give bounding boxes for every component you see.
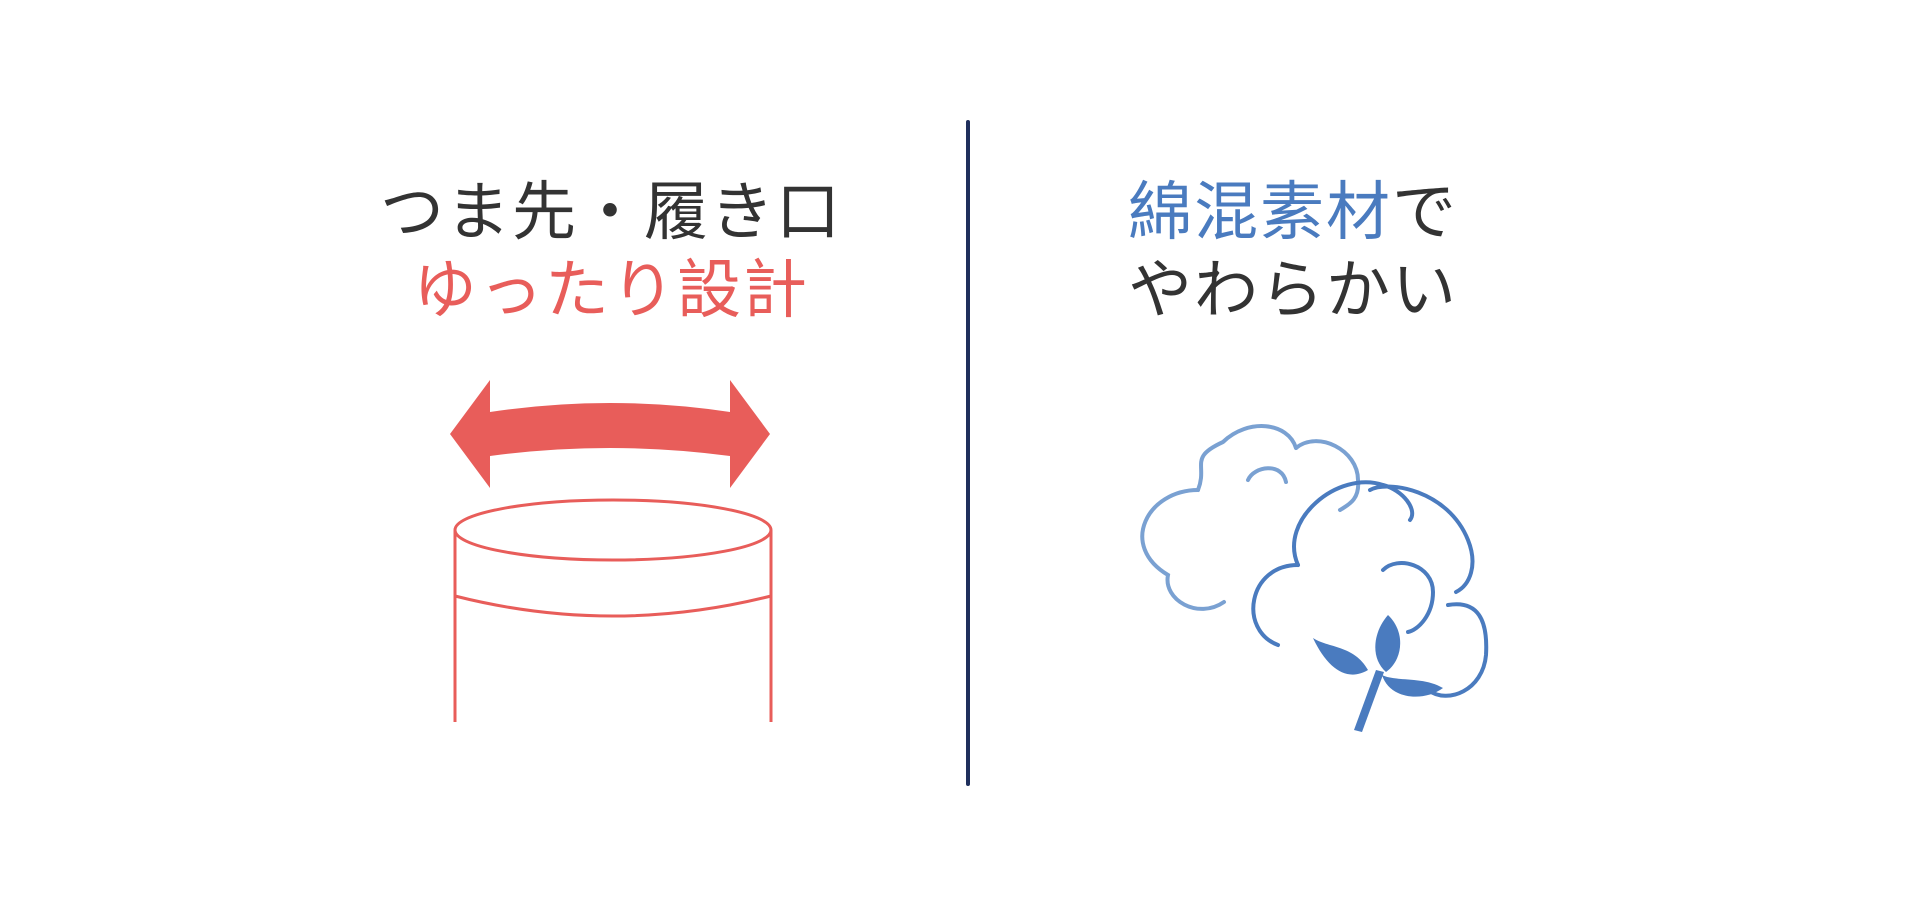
feature-title-text: やわらかい [1128,254,1458,328]
feature-highlight-text: 綿混素材 [1128,176,1392,250]
center-divider [966,120,970,786]
sock-opening-icon [453,498,773,722]
feature-title-text: で [1392,176,1458,250]
cotton-icon [1140,424,1489,732]
right-feature-panel: 綿混素材で やわらかい [968,0,1924,902]
left-feature-panel: つま先・履き口 ゆったり設計 [380,176,840,722]
cotton-leaves [1313,615,1443,732]
feature-title-line1: 綿混素材で [968,174,1618,252]
double-arrow-icon [450,380,770,488]
feature-highlight-text: ゆったり設計 [413,254,809,328]
opening-band-line [454,594,772,618]
arrow-shape [450,380,770,488]
cotton-ball-front [1251,480,1489,698]
feature-title-line2: やわらかい [968,252,1618,330]
opening-ellipse [453,498,773,562]
feature-title-text: つま先・履き口 [380,176,842,250]
feature-title-line2: ゆったり設計 [0,252,1222,330]
cotton-ball-back [1140,424,1361,611]
feature-title-line1: つま先・履き口 [0,174,1222,252]
